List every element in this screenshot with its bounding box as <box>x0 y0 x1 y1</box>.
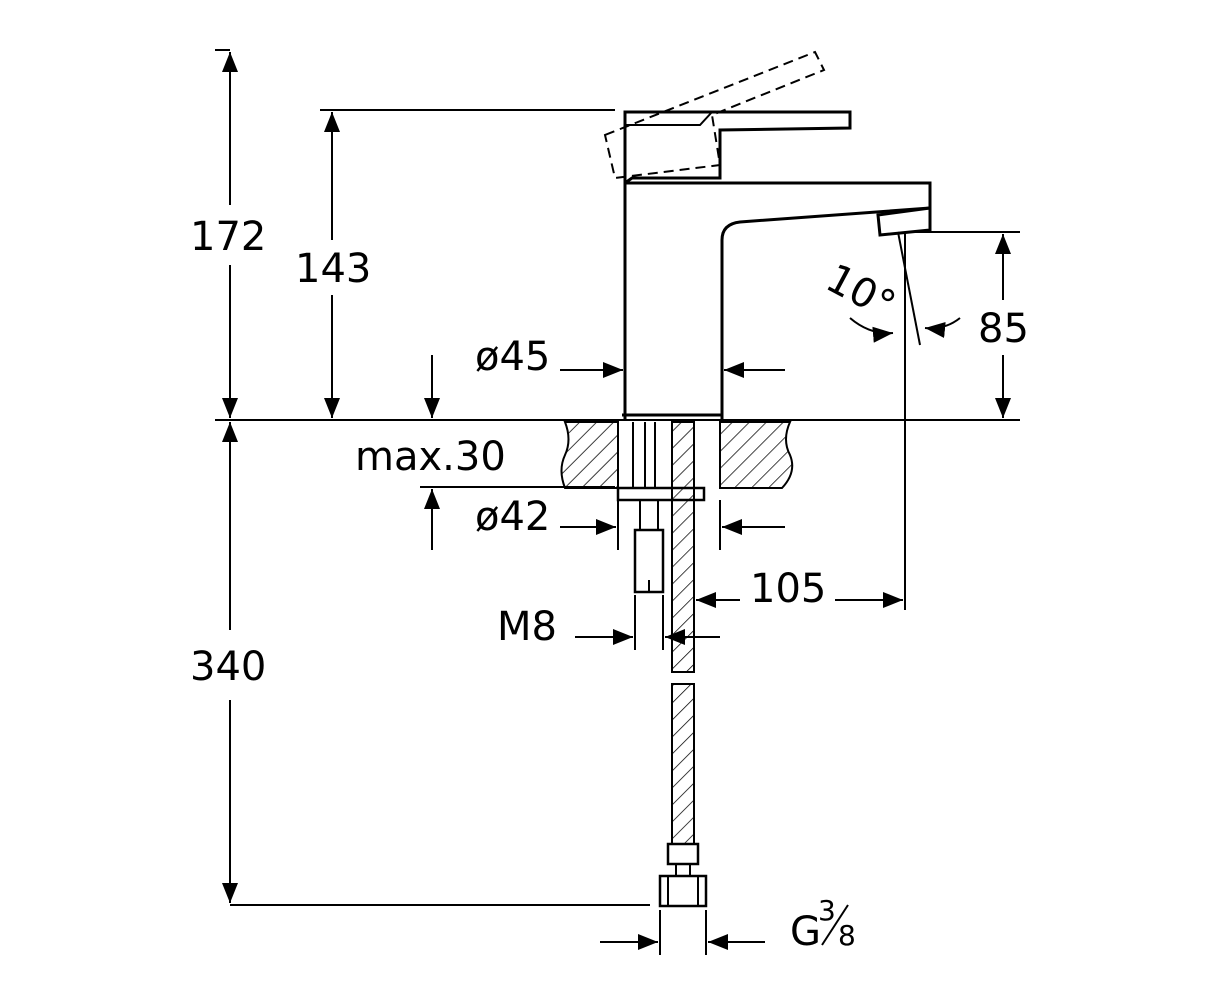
label-lever-height: 143 <box>295 246 371 292</box>
dimension-hose-connector: G 3 8 <box>600 894 856 955</box>
dimension-hole-diameter: ø42 <box>475 494 785 550</box>
dimension-angle: 10° <box>819 231 961 346</box>
label-hole-diameter: ø42 <box>475 494 550 540</box>
flexible-hose <box>658 421 708 908</box>
dimension-body-diameter: ø45 <box>475 334 785 380</box>
label-angle: 10° <box>819 255 903 329</box>
dimension-overall-height: 172 <box>190 52 266 418</box>
label-overall-height: 172 <box>190 214 266 260</box>
deck-section <box>560 421 794 489</box>
label-max-deck-thickness: max.30 <box>355 434 506 480</box>
dimension-thread: M8 <box>497 595 720 650</box>
label-body-diameter: ø45 <box>475 334 550 380</box>
dimension-hose-length: 340 <box>190 422 266 903</box>
label-spout-height: 85 <box>978 306 1029 352</box>
dimension-max-deck-thickness: max.30 <box>355 355 506 550</box>
faucet-body <box>603 50 932 420</box>
dimension-projection: 105 <box>696 232 906 612</box>
dimension-lever-height: 143 <box>295 112 371 418</box>
label-hose-connector-den: 8 <box>838 919 856 952</box>
label-projection: 105 <box>750 566 826 612</box>
dimension-spout-height: 85 <box>978 234 1029 418</box>
label-thread: M8 <box>497 604 557 650</box>
label-hose-connector: G <box>790 909 821 955</box>
label-hose-connector-num: 3 <box>818 894 836 927</box>
mounting-shaft <box>616 422 706 594</box>
label-hose-length: 340 <box>190 644 266 690</box>
